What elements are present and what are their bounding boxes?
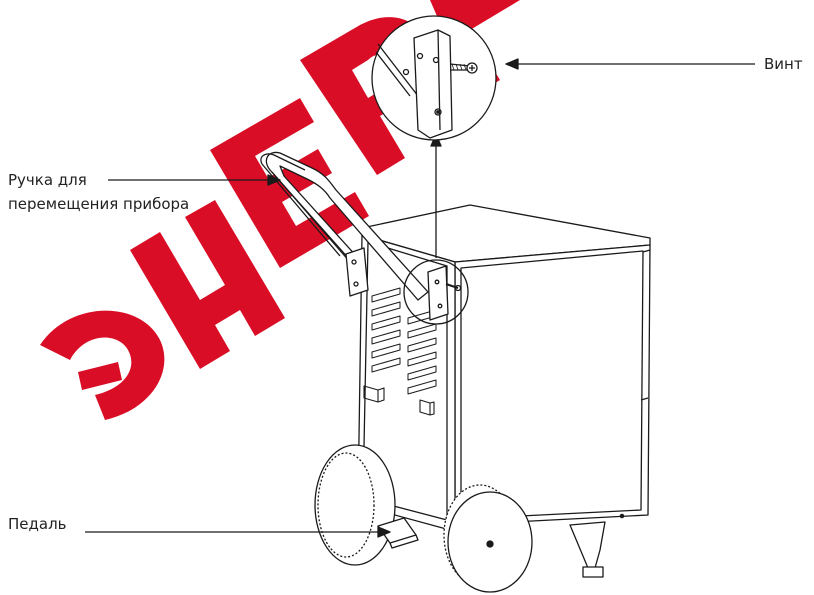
pedal-label: Педаль xyxy=(8,515,67,533)
cabinet-foot xyxy=(569,521,606,578)
wheel-right xyxy=(443,484,533,593)
leader-lines xyxy=(85,58,755,538)
transport-handle xyxy=(260,151,462,321)
zoom-detail xyxy=(371,15,497,141)
detail-marker-circle xyxy=(403,259,469,325)
cabinet-side xyxy=(454,244,651,526)
pedal xyxy=(377,517,419,549)
handle-label-line2: перемещения прибора xyxy=(8,195,190,213)
handle-label-line1: Ручка для xyxy=(8,171,87,189)
screw-label: Винт xyxy=(764,55,803,73)
wheel-left xyxy=(314,444,396,566)
